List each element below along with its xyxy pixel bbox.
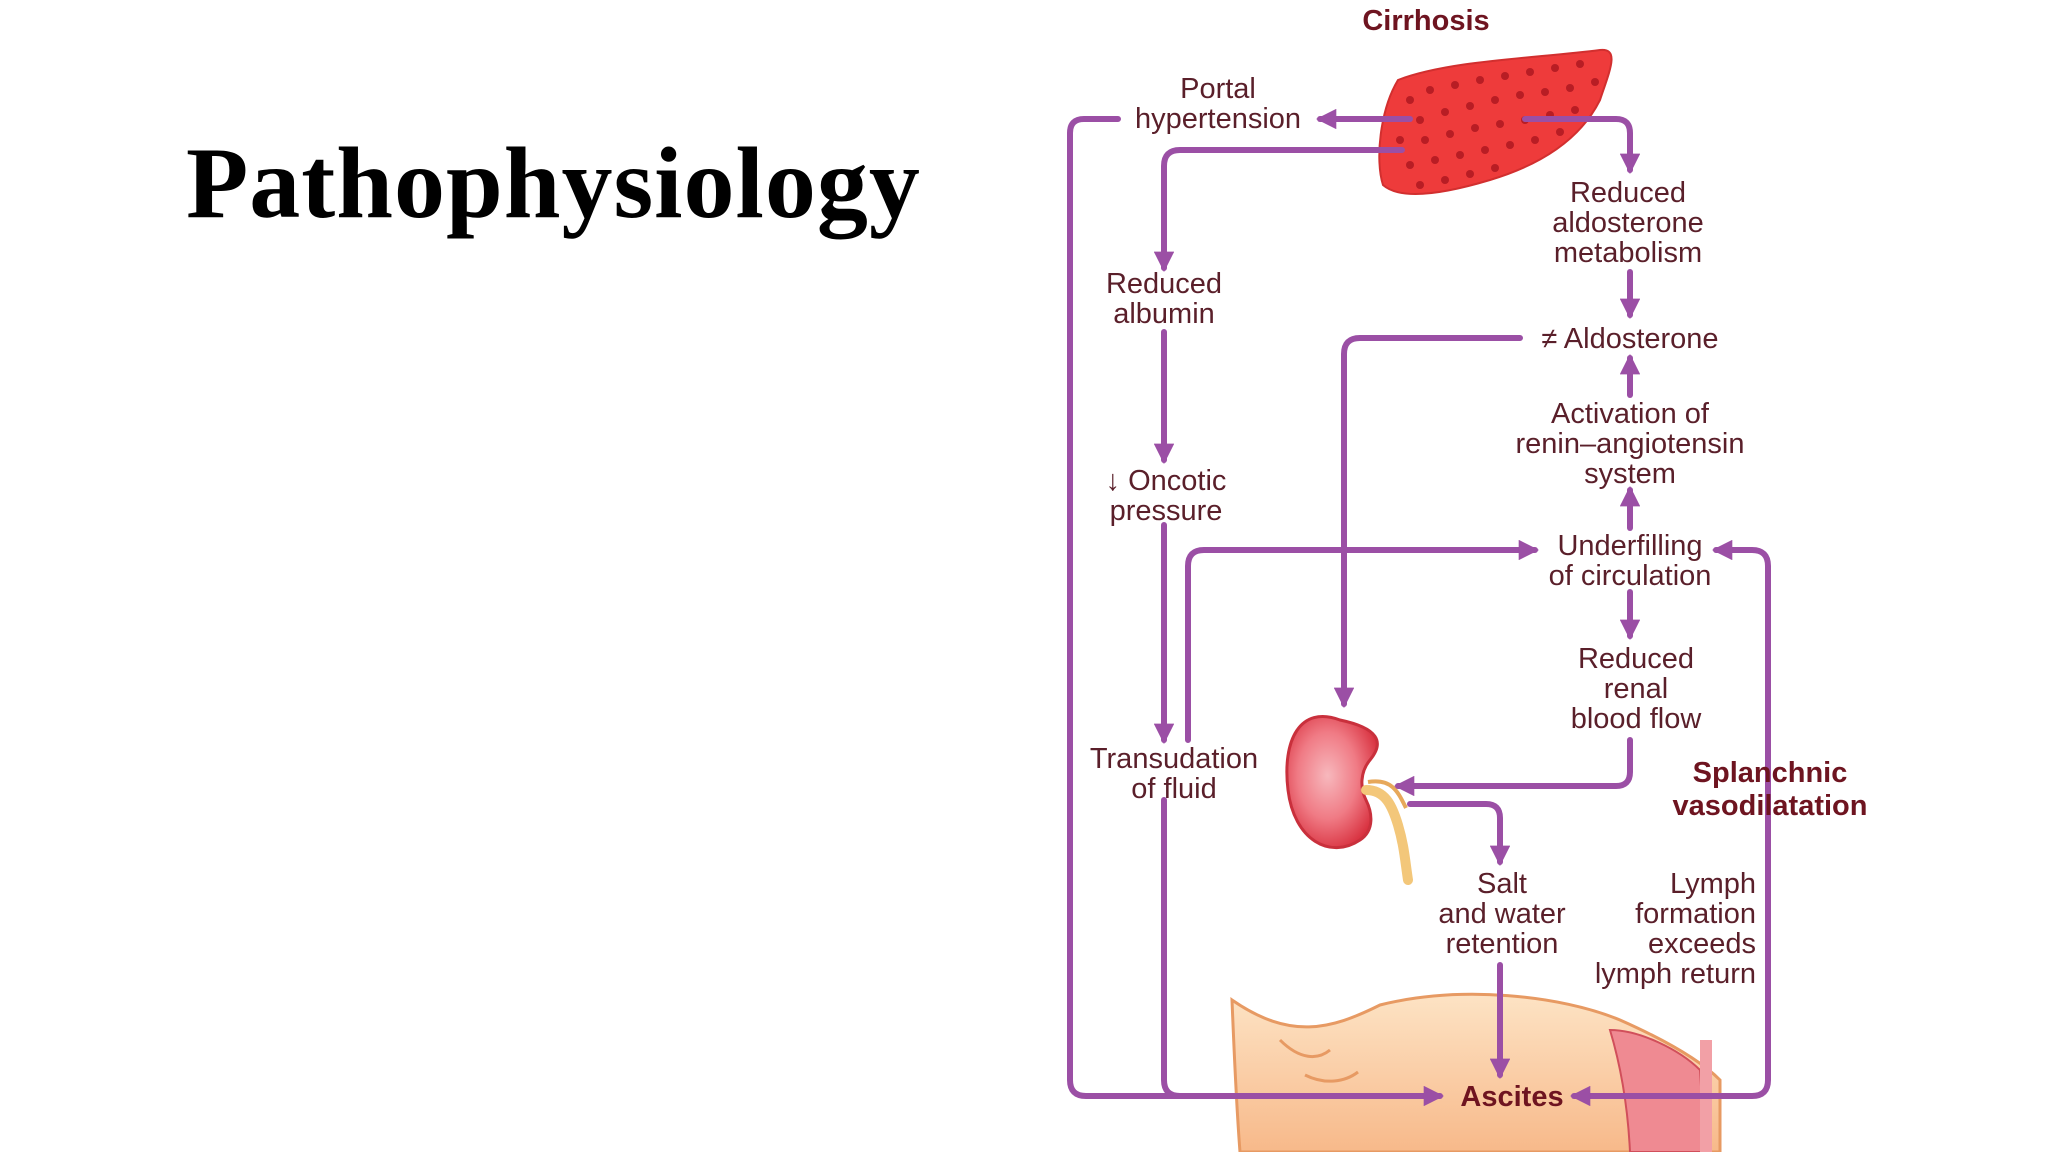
node-reduced-aldosterone-metabolism: Reduced aldosterone metabolism [1552, 177, 1704, 269]
svg-text:Ascites: Ascites [1460, 1081, 1563, 1113]
svg-text:renal: renal [1604, 673, 1669, 705]
svg-text:Transudation: Transudation [1090, 743, 1258, 775]
node-reduced-albumin: Reduced albumin [1106, 268, 1222, 330]
svg-text:system: system [1584, 458, 1676, 490]
svg-text:Reduced: Reduced [1106, 268, 1222, 300]
svg-text:↓ Oncotic: ↓ Oncotic [1106, 465, 1227, 497]
node-cirrhosis: Cirrhosis [1362, 5, 1489, 37]
node-reduced-renal-flow: Reduced renal blood flow [1571, 643, 1703, 735]
page-title: Pathophysiology [186, 127, 921, 240]
node-ascites: Ascites [1460, 1081, 1563, 1113]
svg-text:pressure: pressure [1110, 495, 1223, 527]
flow-arrows [1067, 108, 1771, 1107]
svg-text:Salt: Salt [1477, 868, 1527, 900]
node-underfilling: Underfilling of circulation [1549, 530, 1712, 592]
node-salt-water: Salt and water retention [1438, 868, 1566, 960]
svg-text:formation: formation [1635, 898, 1756, 930]
svg-text:exceeds: exceeds [1648, 928, 1756, 960]
svg-text:lymph return: lymph return [1595, 958, 1756, 990]
node-activation-ras: Activation of renin–angiotensin system [1516, 398, 1745, 490]
svg-text:retention: retention [1446, 928, 1559, 960]
svg-text:Portal: Portal [1180, 73, 1256, 105]
node-splanchnic: Splanchnic vasodilatation [1673, 757, 1868, 822]
liver-icon [1378, 48, 1613, 195]
svg-text:aldosterone: aldosterone [1552, 207, 1704, 239]
svg-text:Activation of: Activation of [1551, 398, 1710, 430]
svg-text:Splanchnic: Splanchnic [1693, 757, 1848, 789]
svg-text:Reduced: Reduced [1578, 643, 1694, 675]
node-lymph: Lymph formation exceeds lymph return [1595, 868, 1756, 990]
svg-text:metabolism: metabolism [1554, 237, 1702, 269]
svg-text:renin–angiotensin: renin–angiotensin [1516, 428, 1745, 460]
abdomen-icon [1230, 992, 1722, 1152]
svg-text:hypertension: hypertension [1135, 103, 1301, 135]
svg-text:Lymph: Lymph [1670, 868, 1756, 900]
node-aldosterone: ≠ Aldosterone [1541, 323, 1718, 355]
svg-text:Cirrhosis: Cirrhosis [1362, 5, 1489, 37]
svg-text:albumin: albumin [1113, 298, 1215, 330]
svg-text:≠ Aldosterone: ≠ Aldosterone [1541, 323, 1718, 355]
node-transudation: Transudation of fluid [1090, 743, 1258, 805]
node-portal-hypertension: Portal hypertension [1135, 73, 1301, 135]
svg-text:and water: and water [1438, 898, 1566, 930]
svg-text:vasodilatation: vasodilatation [1673, 790, 1868, 822]
svg-text:Reduced: Reduced [1570, 177, 1686, 209]
svg-text:of circulation: of circulation [1549, 560, 1712, 592]
svg-text:of fluid: of fluid [1131, 773, 1216, 805]
svg-text:Underfilling: Underfilling [1557, 530, 1702, 562]
node-oncotic-pressure: ↓ Oncotic pressure [1106, 465, 1227, 527]
svg-text:blood flow: blood flow [1571, 703, 1703, 735]
kidney-icon [1285, 715, 1413, 885]
